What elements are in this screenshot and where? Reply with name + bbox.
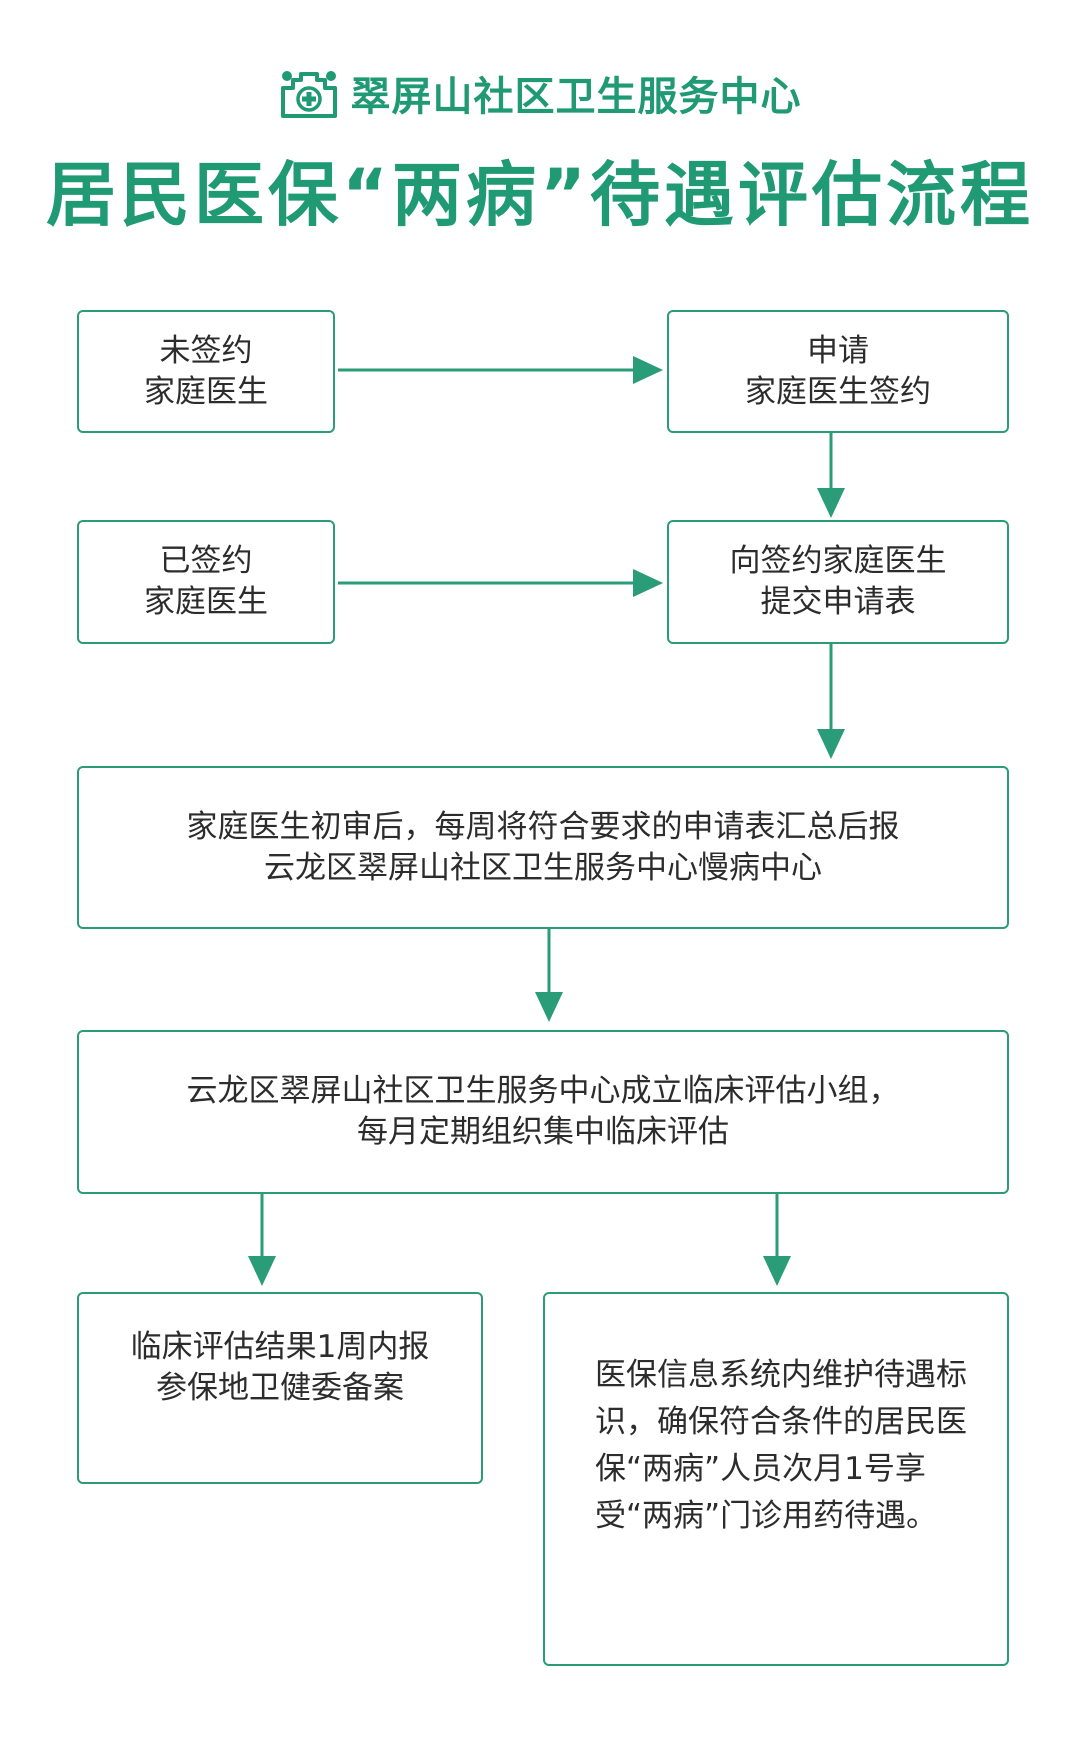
- arrow-apply-to-submit: [817, 432, 845, 518]
- box-maintain: 医保信息系统内维护待遇标识，确保符合条件的居民医保“两病”人员次月1号享受“两病…: [543, 1292, 1009, 1666]
- box-assessment: 云龙区翠屏山社区卫生服务中心成立临床评估小组， 每月定期组织集中临床评估: [77, 1030, 1009, 1194]
- arrow-signed-to-submit: [338, 569, 663, 597]
- box-unsigned-line1: 未签约: [159, 332, 253, 369]
- arrow-review-to-assessment: [535, 928, 563, 1022]
- medical-cross-building-icon: [280, 71, 337, 118]
- page-title: 居民医保“两病”待遇评估流程: [45, 154, 1034, 236]
- header: 翠屏山社区卫生服务中心: [0, 58, 1080, 128]
- box-apply-sign-line2: 家庭医生签约: [745, 373, 931, 410]
- box-report: 临床评估结果1周内报 参保地卫健委备案: [77, 1292, 483, 1484]
- box-apply-sign: 申请 家庭医生签约: [667, 310, 1009, 433]
- box-signed-line1: 已签约: [159, 543, 253, 579]
- box-review: 家庭医生初审后，每周将符合要求的申请表汇总后报 云龙区翠屏山社区卫生服务中心慢病…: [77, 766, 1009, 929]
- box-submit-form-line1: 向签约家庭医生: [729, 543, 947, 579]
- arrow-assessment-to-report: [248, 1193, 276, 1286]
- box-review-line2: 云龙区翠屏山社区卫生服务中心慢病中心: [264, 849, 822, 886]
- box-signed: 已签约 家庭医生: [77, 520, 335, 644]
- box-unsigned: 未签约 家庭医生: [77, 310, 335, 433]
- org-name: 翠屏山社区卫生服务中心: [350, 74, 802, 120]
- box-report-line1: 临床评估结果1周内报: [130, 1329, 430, 1365]
- box-report-line2: 参保地卫健委备案: [156, 1370, 404, 1406]
- box-submit-form: 向签约家庭医生 提交申请表: [667, 520, 1009, 644]
- box-signed-line2: 家庭医生: [144, 584, 268, 620]
- box-assessment-line1: 云龙区翠屏山社区卫生服务中心成立临床评估小组，: [186, 1073, 900, 1109]
- box-maintain-text: 医保信息系统内维护待遇标识，确保符合条件的居民医保“两病”人员次月1号享受“两病…: [595, 1357, 967, 1534]
- box-review-line1: 家庭医生初审后，每周将符合要求的申请表汇总后报: [186, 808, 900, 845]
- box-apply-sign-line1: 申请: [807, 332, 869, 369]
- arrow-assessment-to-maintain: [763, 1193, 791, 1286]
- arrow-unsigned-to-apply: [338, 356, 663, 384]
- box-submit-form-line2: 提交申请表: [760, 584, 916, 620]
- box-unsigned-line2: 家庭医生: [144, 373, 268, 410]
- box-assessment-line2: 每月定期组织集中临床评估: [357, 1114, 729, 1150]
- arrow-submit-to-review: [817, 643, 845, 759]
